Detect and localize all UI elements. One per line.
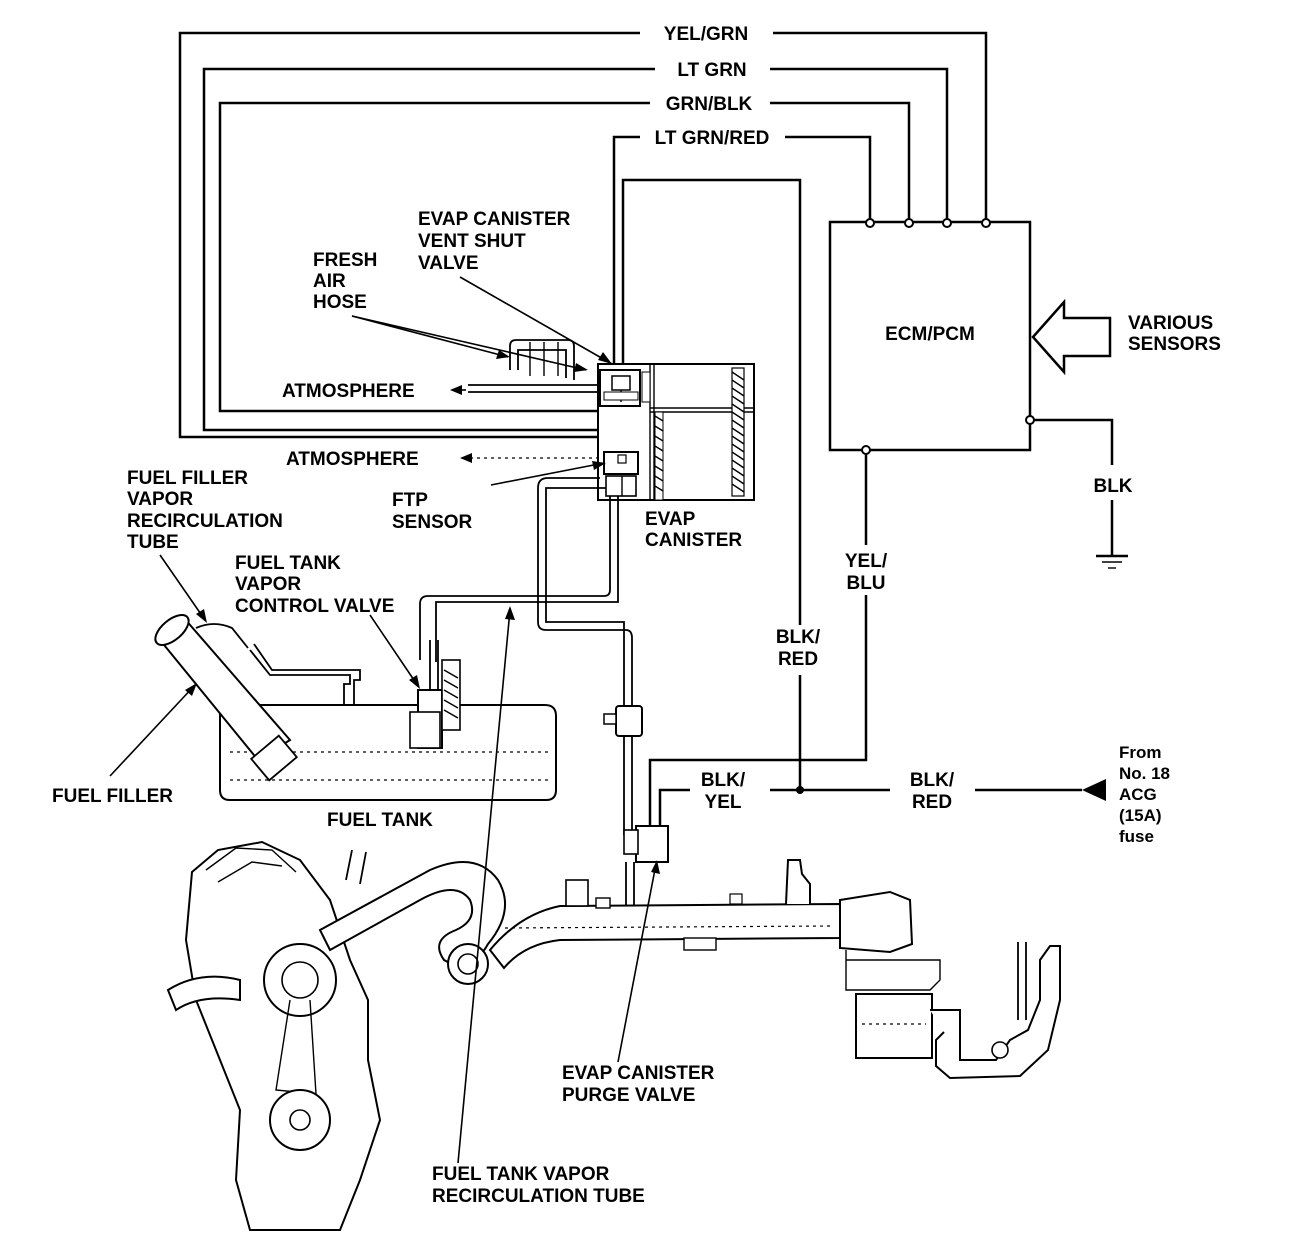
leader-lines — [109, 276, 660, 1164]
label-filler-tube-4: TUBE — [127, 532, 179, 553]
label-blk-yel-1: BLK/ — [701, 770, 746, 791]
label-fuse-2: No. 18 — [1119, 764, 1170, 783]
label-lt-grn-red: LT GRN/RED — [655, 128, 770, 149]
label-canister-2: CANISTER — [645, 530, 742, 551]
vent-shut-valve — [599, 369, 641, 407]
label-purge-1: EVAP CANISTER — [562, 1063, 715, 1084]
label-atmosphere-1: ATMOSPHERE — [282, 381, 415, 402]
label-blk-red-a-1: BLK/ — [776, 627, 821, 648]
label-tank-valve-3: CONTROL VALVE — [235, 596, 394, 617]
ecm-pcm-box — [828, 218, 1035, 455]
engine — [166, 840, 382, 1231]
label-filler-tube-2: VAPOR — [127, 489, 193, 510]
wire-blk-red-upper — [621, 178, 802, 790]
label-ftp-1: FTP — [392, 490, 428, 511]
fuse-arrow — [1082, 779, 1106, 801]
label-ecm-pcm: ECM/PCM — [885, 324, 975, 345]
label-filler-tube-3: RECIRCULATION — [127, 511, 283, 532]
label-blk: BLK — [1093, 476, 1132, 497]
label-recirc-1: FUEL TANK VAPOR — [432, 1164, 610, 1185]
wire-blk-yel — [658, 788, 890, 835]
evap-canister-purge-valve — [623, 825, 669, 910]
label-various-sensors-2: SENSORS — [1128, 334, 1221, 355]
label-yel-grn: YEL/GRN — [664, 24, 748, 45]
vapor-line-canister-to-purge — [419, 477, 633, 700]
wire-yel-blu — [648, 449, 868, 830]
label-filler-tube-1: FUEL FILLER — [127, 468, 248, 489]
wire-grn-blk — [218, 101, 911, 413]
label-vent-valve-1: EVAP CANISTER — [418, 209, 571, 230]
label-vent-valve-2: VENT SHUT — [418, 231, 526, 252]
label-ftp-2: SENSOR — [392, 512, 473, 533]
label-fresh-air-1: FRESH — [313, 250, 377, 271]
label-fuse-5: fuse — [1119, 827, 1154, 846]
label-tank-valve-2: VAPOR — [235, 574, 301, 595]
label-blk-red-a-2: RED — [778, 649, 818, 670]
label-yel-blu-2: BLU — [846, 573, 885, 594]
label-fuse-4: (15A) — [1119, 806, 1162, 825]
throttle-and-air-intake — [839, 890, 1061, 1080]
label-fuse-3: ACG — [1119, 785, 1157, 804]
label-blk-red-b-1: BLK/ — [910, 770, 955, 791]
fuel-tank-vapor-control-valve — [409, 640, 461, 749]
label-grn-blk: GRN/BLK — [666, 94, 753, 115]
label-tank-valve-1: FUEL TANK — [235, 553, 341, 574]
label-blk-yel-2: YEL — [705, 792, 742, 813]
label-fuel-filler: FUEL FILLER — [52, 786, 173, 807]
label-atmosphere-2: ATMOSPHERE — [286, 449, 419, 470]
fresh-air-hose — [468, 339, 600, 393]
splice-dot — [796, 786, 804, 794]
label-blk-red-b-2: RED — [912, 792, 952, 813]
label-various-sensors-1: VARIOUS — [1128, 313, 1213, 334]
wire-lt-grn-red — [612, 135, 872, 375]
wire-blk-ground — [1030, 418, 1128, 569]
label-recirc-2: RECIRCULATION TUBE — [432, 1186, 645, 1207]
label-purge-2: PURGE VALVE — [562, 1085, 695, 1106]
label-canister-1: EVAP — [645, 509, 696, 530]
label-vent-valve-3: VALVE — [418, 253, 479, 274]
label-fuse-1: From — [1119, 743, 1162, 762]
purge-line — [603, 700, 643, 835]
label-fresh-air-2: AIR — [313, 271, 346, 292]
label-fuel-tank: FUEL TANK — [327, 810, 433, 831]
label-fresh-air-3: HOSE — [313, 292, 367, 313]
label-yel-blu-1: YEL/ — [845, 551, 888, 572]
wire-lt-grn — [202, 67, 949, 432]
intake-manifold — [318, 859, 841, 985]
sensor-input-arrow — [1031, 298, 1112, 376]
label-lt-grn: LT GRN — [677, 60, 746, 81]
wire-blk-red-lower — [796, 786, 1082, 794]
fuel-filler-neck — [154, 614, 299, 782]
ftp-sensor — [470, 451, 639, 497]
